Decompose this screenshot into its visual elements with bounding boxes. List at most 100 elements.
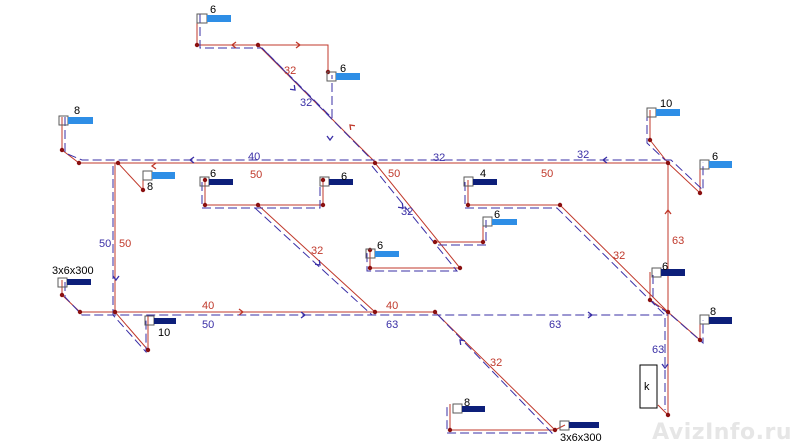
pipe-node	[367, 247, 373, 253]
pipe-node	[647, 137, 653, 143]
pipe-label: 40	[202, 300, 214, 312]
pipe-label: 32	[490, 357, 502, 369]
pipe-label: 50	[388, 168, 400, 180]
radiator-r6: 6	[319, 171, 353, 187]
pipe-node	[59, 147, 65, 153]
pipe-label: 40	[386, 300, 398, 312]
pipe-node	[59, 292, 65, 298]
svg-text:6: 6	[494, 209, 500, 221]
supply-pipe-segment	[204, 180, 324, 206]
svg-text:8: 8	[464, 397, 470, 409]
pipe-node	[112, 309, 118, 315]
radiator-r15: 8	[452, 397, 485, 414]
svg-text:10: 10	[158, 327, 170, 339]
svg-text:3x6x300: 3x6x300	[560, 432, 602, 444]
return-pipe-segment	[438, 220, 487, 246]
flow-arrow	[601, 156, 608, 164]
flow-arrow	[295, 41, 302, 49]
flow-arrow	[326, 135, 334, 142]
return-pipe-segment	[261, 47, 373, 161]
radiator-r12: 6	[651, 261, 685, 278]
supply-pipe-segment	[257, 204, 376, 313]
return-pipes	[64, 14, 704, 434]
pipe-node	[697, 190, 703, 196]
pipe-label: 63	[549, 319, 561, 331]
svg-text:8: 8	[74, 105, 80, 117]
svg-text:6: 6	[210, 168, 216, 180]
pipe-node	[665, 412, 671, 418]
pipe-node	[320, 177, 326, 183]
return-pipe-segment	[464, 182, 666, 316]
pipe-node	[320, 202, 326, 208]
watermark-suffix: .ru	[755, 420, 792, 445]
pipe-node	[465, 202, 471, 208]
pipe-label: 32	[577, 149, 589, 161]
supply-pipe-segment	[61, 280, 557, 431]
return-pipe-segment	[64, 282, 668, 316]
pipe-label: 50	[250, 169, 262, 181]
flow-arrow	[238, 308, 245, 316]
radiator-r16: 3x6x300	[52, 265, 94, 288]
svg-text:3x6x300: 3x6x300	[52, 265, 94, 277]
return-pipe-segment	[366, 165, 459, 272]
pipe-node	[372, 160, 378, 166]
watermark-main: AvizInfo	[652, 420, 756, 445]
radiator-r8: 6	[482, 209, 517, 227]
return-pipe-segment	[670, 314, 704, 345]
pipe-node	[76, 160, 82, 166]
flow-arrow	[664, 208, 672, 215]
return-pipe-segment	[201, 182, 321, 209]
svg-text:6: 6	[340, 63, 346, 75]
pipe-node	[647, 297, 653, 303]
pipe-node	[665, 309, 671, 315]
pipe-node	[457, 265, 463, 271]
radiator-r7: 4	[463, 168, 497, 187]
boiler	[639, 364, 658, 409]
return-pipe-segment	[112, 166, 147, 354]
pipe-node	[202, 202, 208, 208]
pipe-label: 40	[248, 151, 260, 163]
pipe-label: 50	[541, 168, 553, 180]
svg-text:6: 6	[712, 151, 718, 163]
pipe-label: 32	[284, 65, 296, 77]
radiator-r13: 8	[699, 306, 732, 325]
return-pipe-segment	[437, 314, 554, 434]
return-pipe-segment	[254, 207, 373, 316]
radiator-r3: 8	[58, 105, 93, 126]
flow-arrow	[188, 156, 195, 164]
pipe-nodes	[59, 42, 703, 433]
svg-text:8: 8	[147, 181, 153, 193]
svg-text:6: 6	[377, 240, 383, 252]
pipe-label: 50	[202, 319, 214, 331]
pipe-node	[432, 309, 438, 315]
pipe-label: 63	[672, 235, 684, 247]
pipe-label: 50	[99, 238, 111, 250]
pipe-node	[202, 177, 208, 183]
pipe-node	[447, 427, 453, 433]
pipe-label: 63	[386, 319, 398, 331]
boiler-label: k	[644, 381, 650, 393]
pipe-node	[115, 160, 121, 166]
radiator-r5: 6	[199, 168, 233, 187]
flow-arrow	[459, 339, 466, 346]
svg-text:8: 8	[710, 306, 716, 318]
pipe-node	[432, 239, 438, 245]
flow-arrow	[300, 311, 307, 319]
pipe-node	[140, 187, 146, 193]
pipe-node	[552, 427, 558, 433]
flow-arrow	[397, 202, 404, 209]
radiator-r4: 8	[142, 170, 175, 193]
flow-arrow	[150, 162, 157, 170]
radiator-r1: 6	[196, 4, 231, 24]
supply-pipes	[61, 14, 701, 431]
pipe-label: 32	[401, 206, 413, 218]
pipe-node	[255, 202, 261, 208]
svg-text:10: 10	[660, 98, 672, 110]
flow-arrow	[112, 275, 120, 282]
pipe-node	[557, 202, 563, 208]
pipe-node	[665, 160, 671, 166]
pipe-label: 32	[300, 97, 312, 109]
pipe-node	[697, 337, 703, 343]
supply-pipe-segment	[435, 218, 484, 243]
